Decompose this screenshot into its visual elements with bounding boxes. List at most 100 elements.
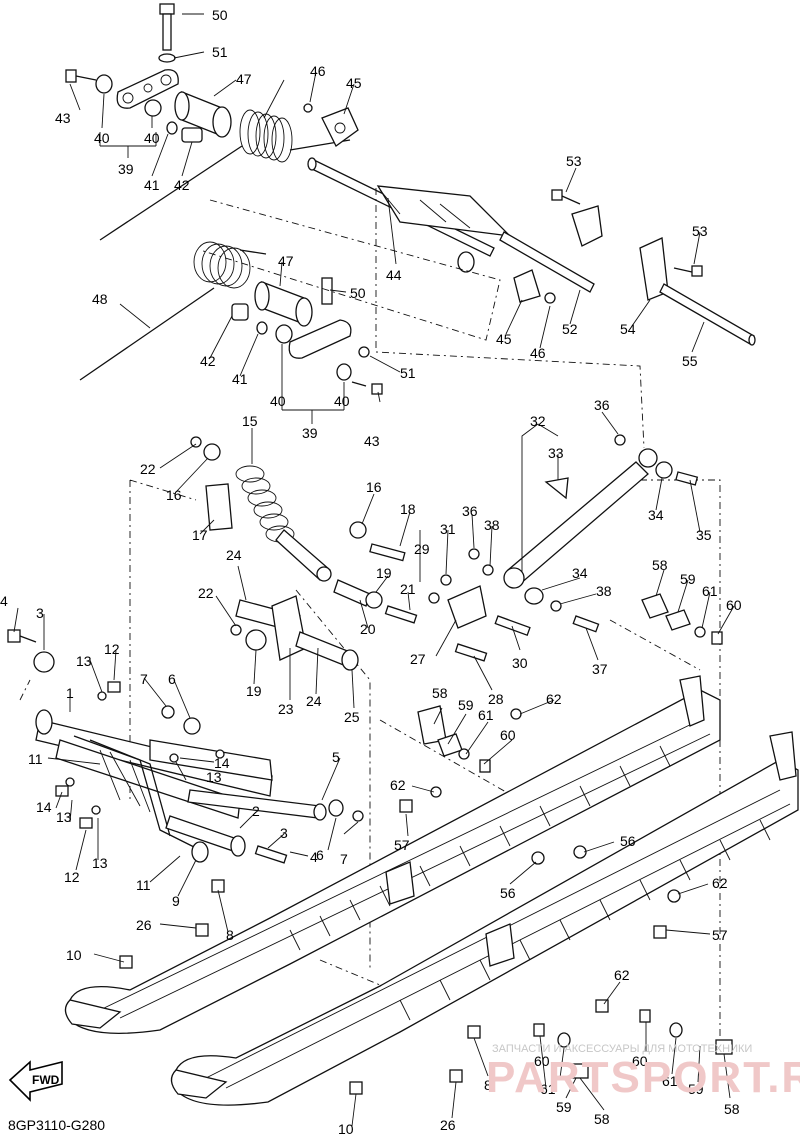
callout-58: 58 — [594, 1111, 610, 1127]
callout-51: 51 — [400, 365, 416, 381]
fwd-label: FWD — [32, 1073, 60, 1087]
callout-50: 50 — [350, 285, 366, 301]
callout-16: 16 — [366, 479, 382, 495]
callout-27: 27 — [410, 651, 426, 667]
callout-51: 51 — [212, 44, 228, 60]
callout-62: 62 — [712, 875, 728, 891]
callout-31: 31 — [440, 521, 456, 537]
callout-14: 14 — [214, 755, 230, 771]
callout-60: 60 — [632, 1053, 648, 1069]
callout-50: 50 — [212, 7, 228, 23]
watermark-line: ЗАПЧАСТИ И АКСЕССУАРЫ ДЛЯ МОТОТЕХНИКИ — [492, 1043, 752, 1055]
callout-58: 58 — [432, 685, 448, 701]
callout-39: 39 — [302, 425, 318, 441]
callout-62: 62 — [614, 967, 630, 983]
callout-12: 12 — [64, 869, 80, 885]
callout-35: 35 — [696, 527, 712, 543]
callout-7: 7 — [140, 671, 148, 687]
callout-44: 44 — [386, 267, 402, 283]
callout-3: 3 — [280, 825, 288, 841]
callout-41: 41 — [232, 371, 248, 387]
callout-45: 45 — [346, 75, 362, 91]
callout-46: 46 — [530, 345, 546, 361]
callout-61: 61 — [702, 583, 718, 599]
callout-10: 10 — [338, 1121, 354, 1137]
callout-59: 59 — [680, 571, 696, 587]
callout-43: 43 — [55, 110, 71, 126]
callout-30: 30 — [512, 655, 528, 671]
callout-6: 6 — [316, 847, 324, 863]
callout-62: 62 — [546, 691, 562, 707]
callout-19: 19 — [376, 565, 392, 581]
callout-8: 8 — [484, 1077, 492, 1093]
callout-5: 5 — [332, 749, 340, 765]
callout-14: 14 — [36, 799, 52, 815]
callout-12: 12 — [104, 641, 120, 657]
callout-24: 24 — [306, 693, 322, 709]
callout-26: 26 — [440, 1117, 456, 1133]
callout-33: 33 — [548, 445, 564, 461]
callout-39: 39 — [118, 161, 134, 177]
callout-61: 61 — [662, 1073, 678, 1089]
callout-labels: 50 51 43 40 40 39 41 42 47 46 45 53 53 4… — [0, 7, 742, 1137]
callout-2: 2 — [252, 803, 260, 819]
callout-55: 55 — [682, 353, 698, 369]
callout-60: 60 — [500, 727, 516, 743]
callout-6: 6 — [168, 671, 176, 687]
callout-61: 61 — [478, 707, 494, 723]
callout-59: 59 — [556, 1099, 572, 1115]
callout-58: 58 — [652, 557, 668, 573]
callout-20: 20 — [360, 621, 376, 637]
shock-absorbers-group — [190, 434, 699, 671]
callout-34: 34 — [648, 507, 664, 523]
callout-60: 60 — [534, 1053, 550, 1069]
callout-37: 37 — [592, 661, 608, 677]
callout-56: 56 — [500, 885, 516, 901]
callout-61: 61 — [540, 1081, 556, 1097]
fwd-arrow-icon: FWD — [8, 1060, 63, 1102]
callout-34: 34 — [572, 565, 588, 581]
callout-25: 25 — [344, 709, 360, 725]
callout-26: 26 — [136, 917, 152, 933]
callout-40: 40 — [334, 393, 350, 409]
callout-1: 1 — [66, 685, 74, 701]
callout-56: 56 — [620, 833, 636, 849]
callout-22: 22 — [140, 461, 156, 477]
callout-7: 7 — [340, 851, 348, 867]
watermark-brand: PARTSPORT.RU — [486, 1053, 800, 1102]
callout-36: 36 — [594, 397, 610, 413]
callout-47: 47 — [278, 253, 294, 269]
callout-46: 46 — [310, 63, 326, 79]
callout-13: 13 — [206, 769, 222, 785]
callout-47: 47 — [236, 71, 252, 87]
callout-18: 18 — [400, 501, 416, 517]
callout-8: 8 — [226, 927, 234, 943]
callout-11: 11 — [28, 751, 43, 767]
callout-57: 57 — [712, 927, 728, 943]
callout-38: 38 — [596, 583, 612, 599]
callout-23: 23 — [278, 701, 294, 717]
callout-13: 13 — [76, 653, 92, 669]
callout-15: 15 — [242, 413, 258, 429]
callout-28: 28 — [488, 691, 504, 707]
callout-40: 40 — [270, 393, 286, 409]
callout-32: 32 — [530, 413, 546, 429]
callout-22: 22 — [198, 585, 214, 601]
front-arm-group — [7, 629, 364, 864]
callout-53: 53 — [692, 223, 708, 239]
callout-53: 53 — [566, 153, 582, 169]
callout-leaders — [13, 13, 735, 1127]
callout-59: 59 — [458, 697, 474, 713]
rear-arm-upper-group — [65, 3, 756, 395]
callout-42: 42 — [200, 353, 216, 369]
callout-59: 59 — [688, 1081, 704, 1097]
callout-16: 16 — [166, 487, 182, 503]
callout-43: 43 — [364, 433, 380, 449]
callout-4: 4 — [310, 849, 318, 865]
callout-13: 13 — [92, 855, 108, 871]
callout-60: 60 — [726, 597, 742, 613]
callout-9: 9 — [172, 893, 180, 909]
callout-10: 10 — [66, 947, 82, 963]
callout-38: 38 — [484, 517, 500, 533]
